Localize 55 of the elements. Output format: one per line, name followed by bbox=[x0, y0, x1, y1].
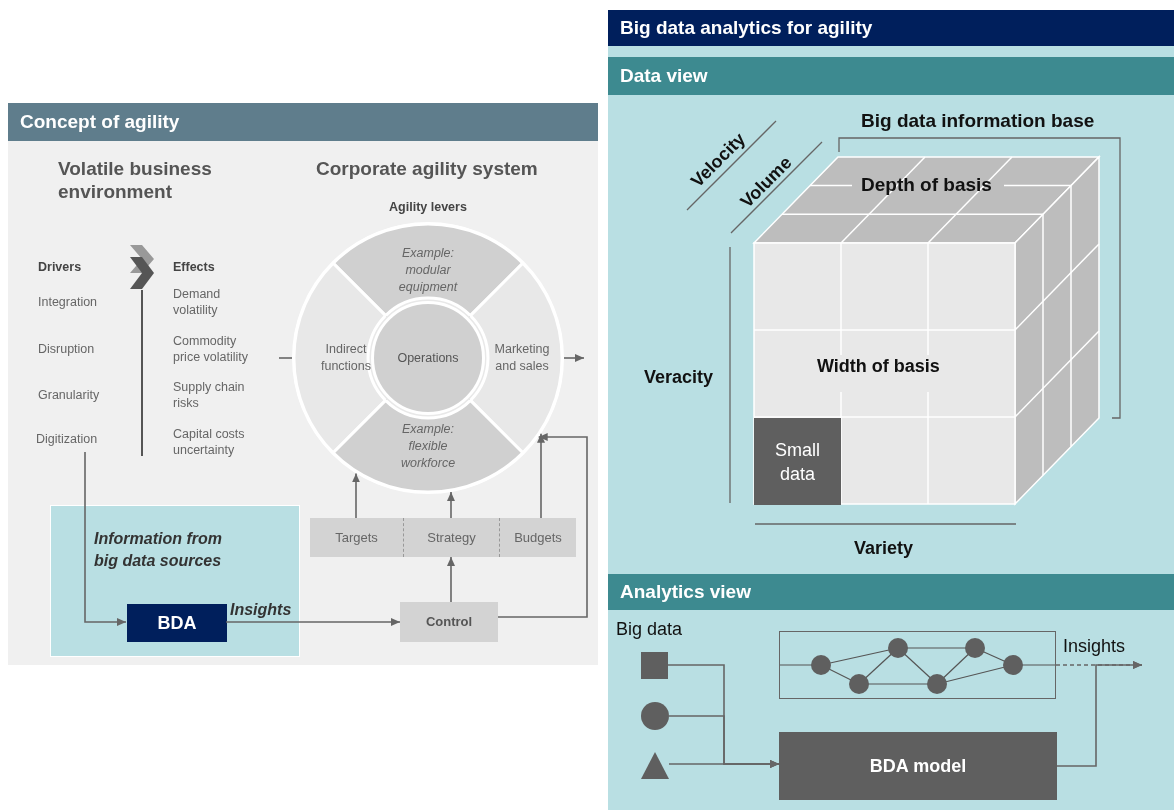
category-box: Strategy bbox=[403, 518, 500, 557]
text-label: Granularity bbox=[38, 387, 101, 403]
cube-cell: Small data bbox=[754, 418, 841, 505]
info-panel bbox=[50, 505, 300, 657]
panel-heading: Information from big data sources bbox=[94, 529, 223, 571]
text-label: Volatile business environment bbox=[58, 157, 213, 203]
text-label: Big data bbox=[616, 621, 684, 637]
arrow bbox=[497, 433, 588, 618]
edge-label: Insights bbox=[1063, 636, 1126, 657]
text-label: Drivers bbox=[38, 259, 83, 275]
process-box: BDA model bbox=[779, 732, 1057, 800]
arrow bbox=[668, 760, 780, 768]
text-label: Variety bbox=[854, 540, 915, 556]
arrow bbox=[447, 491, 455, 519]
arrow bbox=[225, 618, 401, 626]
panel-header: Data view bbox=[608, 57, 1174, 95]
text-label: Width of basis bbox=[817, 358, 941, 374]
text-label: Corporate agility system bbox=[316, 157, 539, 180]
arrow bbox=[447, 556, 455, 603]
panel-header: Concept of agility bbox=[8, 103, 598, 141]
circle-symbol bbox=[641, 702, 669, 730]
lever-wheel bbox=[292, 200, 564, 494]
text-label: Big data information base bbox=[861, 113, 1096, 129]
wheel-segment: Example: modular equipment bbox=[333, 224, 523, 316]
panel-header: Big data analytics for agility bbox=[608, 10, 1174, 46]
arrow bbox=[537, 432, 545, 519]
square-symbol bbox=[641, 652, 668, 679]
arrow bbox=[1055, 661, 1143, 669]
arrow bbox=[352, 472, 360, 519]
category-box: Budgets bbox=[500, 518, 576, 557]
wheel-segment: Indirect functions bbox=[294, 263, 386, 453]
text-label: Capital costs uncertainty bbox=[173, 426, 246, 458]
driver-label: Digitization bbox=[36, 432, 116, 452]
text-label: Integration bbox=[38, 294, 99, 310]
text-label: Disruption bbox=[38, 341, 96, 357]
connector-line bbox=[278, 357, 293, 359]
panel bbox=[8, 103, 598, 665]
text-label: Effects bbox=[173, 259, 216, 275]
text-label: Demand volatility bbox=[173, 286, 222, 318]
edge-label: Insights bbox=[230, 601, 292, 619]
wheel-segment: Marketing and sales bbox=[470, 263, 562, 453]
panel-header: Analytics view bbox=[608, 574, 1174, 610]
triangle-symbol bbox=[641, 752, 669, 779]
text-label: Commodity price volatility bbox=[173, 333, 250, 365]
arrow bbox=[84, 451, 127, 626]
text-label: Supply chain risks bbox=[173, 379, 246, 411]
wheel-heading: Agility levers bbox=[388, 200, 468, 216]
text-label: Depth of basis bbox=[861, 177, 993, 193]
text-label: Veracity bbox=[644, 369, 715, 385]
arrow bbox=[563, 354, 585, 362]
process-box: BDA bbox=[127, 604, 227, 642]
network-drawing bbox=[779, 631, 1056, 699]
wheel-segment: Example: flexible workforce bbox=[333, 400, 523, 492]
process-box: Control bbox=[400, 602, 498, 642]
category-box: Targets bbox=[310, 518, 403, 557]
